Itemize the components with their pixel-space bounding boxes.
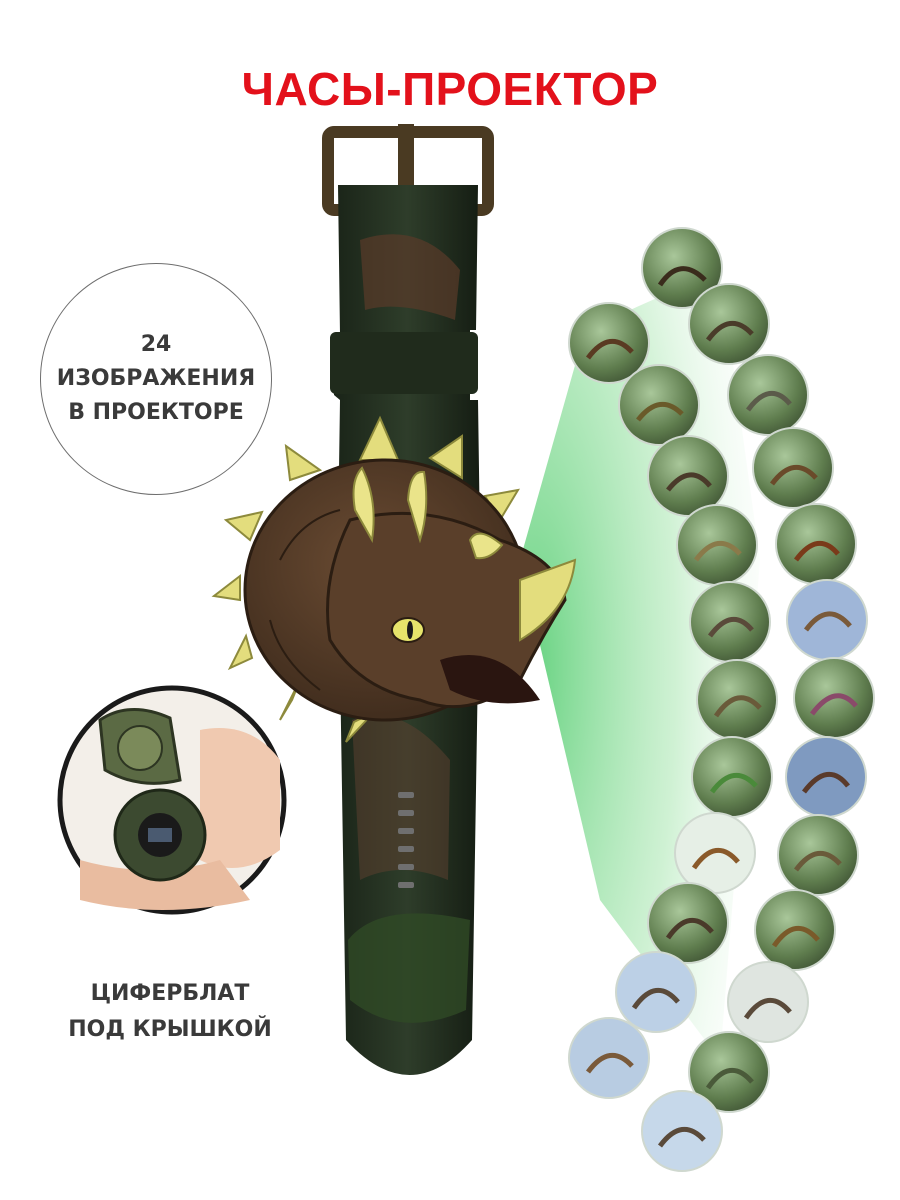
dial-caption-line2: ПОД КРЫШКОЙ	[68, 1017, 272, 1042]
projected-image	[676, 504, 758, 586]
projected-image	[785, 736, 867, 818]
projected-image	[727, 961, 809, 1043]
projected-image	[777, 814, 859, 896]
projected-image	[618, 364, 700, 446]
images-count-badge: 24 ИЗОБРАЖЕНИЯ В ПРОЕКТОРЕ	[40, 263, 272, 495]
strap-holes	[398, 792, 414, 888]
strap-keeper	[330, 332, 478, 394]
projected-image	[689, 581, 771, 663]
projected-image	[775, 503, 857, 585]
projected-image	[752, 427, 834, 509]
dial-inset	[57, 685, 287, 915]
projected-image	[641, 1090, 723, 1172]
projected-image	[647, 882, 729, 964]
projected-image	[754, 889, 836, 971]
projected-image	[786, 579, 868, 661]
projected-image	[568, 302, 650, 384]
projected-image	[688, 283, 770, 365]
projected-images	[568, 227, 875, 1172]
projected-image	[568, 1017, 650, 1099]
projected-image	[696, 659, 778, 741]
projected-image	[727, 354, 809, 436]
projected-image	[641, 227, 723, 309]
badge-count: 24	[140, 332, 172, 357]
projected-image	[674, 812, 756, 894]
badge-label-line2: В ПРОЕКТОРЕ	[68, 400, 244, 425]
dial-caption: ЦИФЕРБЛАТ ПОД КРЫШКОЙ	[30, 976, 310, 1048]
projected-image	[688, 1031, 770, 1113]
dial-caption-line1: ЦИФЕРБЛАТ	[90, 981, 250, 1006]
projected-image	[793, 657, 875, 739]
page-title: ЧАСЫ-ПРОЕКТОР	[241, 63, 659, 115]
projected-image	[691, 736, 773, 818]
projected-image	[615, 951, 697, 1033]
projected-image	[647, 435, 729, 517]
triceratops-head	[211, 415, 577, 743]
badge-label-line1: ИЗОБРАЖЕНИЯ	[56, 366, 256, 391]
